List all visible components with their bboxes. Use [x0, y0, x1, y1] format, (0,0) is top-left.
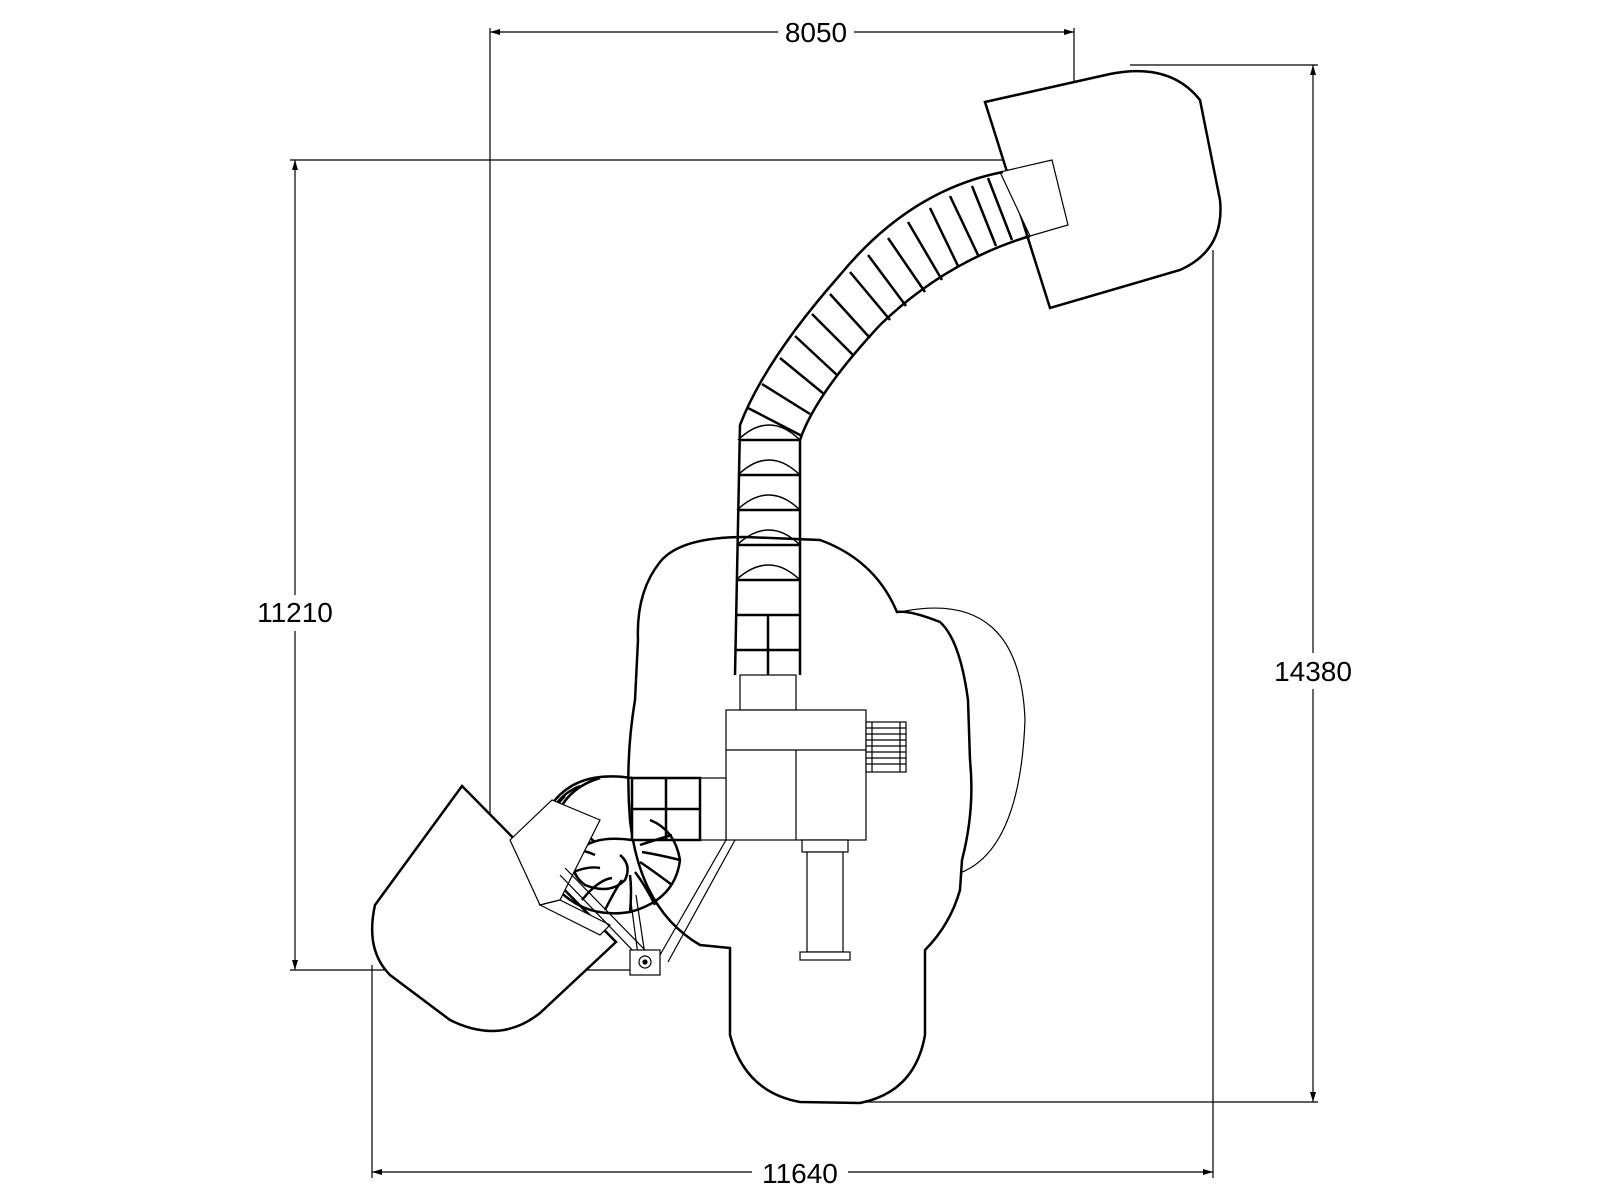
side-arc-zone [904, 607, 1026, 874]
tube-slide-long-ring-arcs [735, 424, 801, 581]
dimension-label-right: 14380 [1274, 656, 1352, 687]
tube-connector-top [739, 674, 797, 711]
bottom-left-safety-zone [370, 784, 618, 1033]
top-right-safety-zone [983, 69, 1222, 310]
spiral-slide-base [509, 799, 612, 936]
top-slide-exit [999, 159, 1069, 237]
dimension-label-top: 8050 [785, 17, 847, 48]
tube-connector-left [699, 777, 727, 841]
dimension-label-masks [250, 16, 1360, 1190]
safety-zones [370, 69, 1222, 1105]
support-frame [559, 839, 736, 963]
dimension-label-bottom: 11640 [762, 1158, 838, 1189]
dimension-arrows [292, 29, 1316, 1175]
spiral-support-base [629, 949, 661, 976]
central-platform [725, 709, 867, 841]
dimension-label-left: 11210 [257, 597, 333, 628]
tube-slide-long-rings [736, 177, 1014, 675]
straight-slide [799, 839, 851, 961]
ladder-right [865, 721, 907, 773]
tube-slide-long [733, 170, 1031, 676]
